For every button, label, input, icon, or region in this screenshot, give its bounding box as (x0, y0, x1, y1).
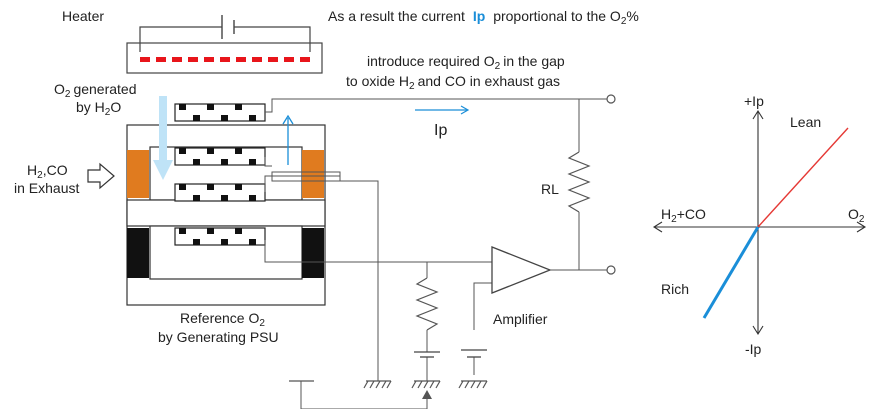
ground-symbol-3 (458, 380, 488, 389)
amplifier-label: Amplifier (493, 311, 548, 327)
reference-seal-left (127, 228, 149, 278)
seal-left (127, 150, 149, 198)
seal-right (302, 150, 324, 198)
electrode-strip-2 (174, 147, 266, 166)
reference-seal-right (302, 228, 324, 278)
heater-elements (140, 57, 310, 62)
graph-minus-ip-label: -Ip (745, 341, 762, 357)
ground-symbol-2 (411, 380, 441, 389)
rich-line (702, 226, 760, 319)
bias-resistor (415, 277, 439, 331)
heater-wire (139, 26, 311, 52)
heater: Heater (62, 8, 323, 74)
sensor-cell (126, 96, 326, 306)
rl-resistor (567, 151, 591, 213)
ip-characteristic-graph: +Ip -Ip H2+CO O2 Lean Rich (652, 93, 867, 357)
rl-label: RL (541, 181, 559, 197)
exhaust-arrow-icon (87, 162, 115, 190)
feedback-arrow-icon (422, 390, 432, 399)
separator-layer (126, 199, 326, 227)
o2-generated-line-2: by H2O (76, 99, 121, 118)
graph-plus-ip-label: +Ip (744, 93, 764, 109)
ip-label: Ip (434, 122, 447, 139)
exhaust-line-1: H2,CO (27, 162, 68, 181)
electrode-strip-4 (174, 227, 266, 246)
graph-lean-label: Lean (790, 114, 821, 130)
lean-line (757, 127, 849, 228)
reference-line-1: Reference O2 (180, 310, 265, 329)
heater-label: Heater (62, 8, 104, 24)
terminal-top (606, 94, 616, 104)
reference-line-2: by Generating PSU (158, 329, 279, 345)
o2-flow-arrow-icon (153, 96, 173, 180)
result-caption: As a result the current Ip proportional … (328, 8, 639, 27)
exhaust-line-2: in Exhaust (14, 180, 79, 196)
graph-rich-label: Rich (661, 281, 689, 297)
electrode-strip-1 (174, 103, 266, 122)
electrode-strip-3 (174, 183, 266, 202)
amplifier (491, 246, 552, 294)
circuit-wiring (264, 98, 608, 409)
graph-o2-label: O2 (848, 206, 865, 225)
graph-h2co-label: H2+CO (661, 206, 706, 225)
ground-symbol-1 (363, 380, 392, 389)
terminal-output (606, 265, 616, 275)
